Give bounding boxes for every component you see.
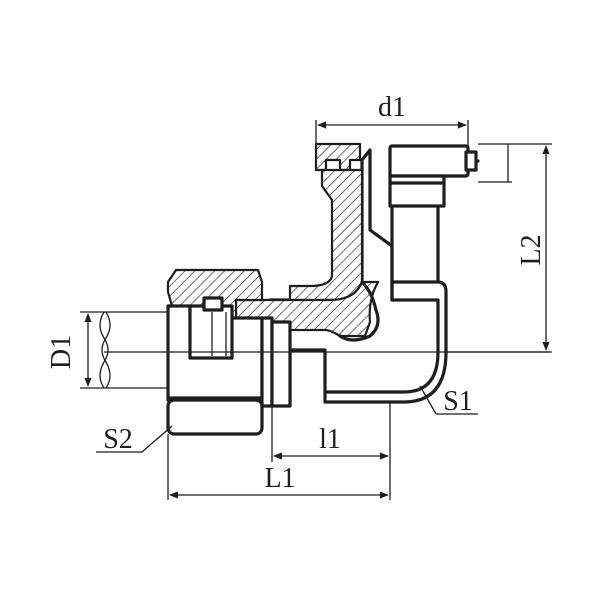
label-d1: d1 — [378, 92, 406, 123]
dimension-D1: D1 — [46, 311, 104, 389]
dimension-l1: l1 — [271, 402, 391, 500]
top-swivel-nut — [388, 144, 480, 208]
hatched-section — [234, 142, 380, 342]
label-l1: l1 — [319, 424, 341, 455]
leader-S1: S1 — [419, 385, 478, 417]
label-D1: D1 — [46, 335, 77, 369]
label-L2: L2 — [516, 234, 547, 265]
dimension-L2: L2 — [446, 143, 552, 353]
label-S2: S2 — [103, 424, 133, 455]
label-S1: S1 — [443, 386, 473, 417]
label-L1: L1 — [264, 463, 295, 494]
dimension-L1: L1 — [167, 434, 389, 500]
left-swivel-nut — [166, 268, 292, 436]
dimension-d1: d1 — [315, 92, 469, 146]
leader-S2: S2 — [96, 424, 173, 455]
